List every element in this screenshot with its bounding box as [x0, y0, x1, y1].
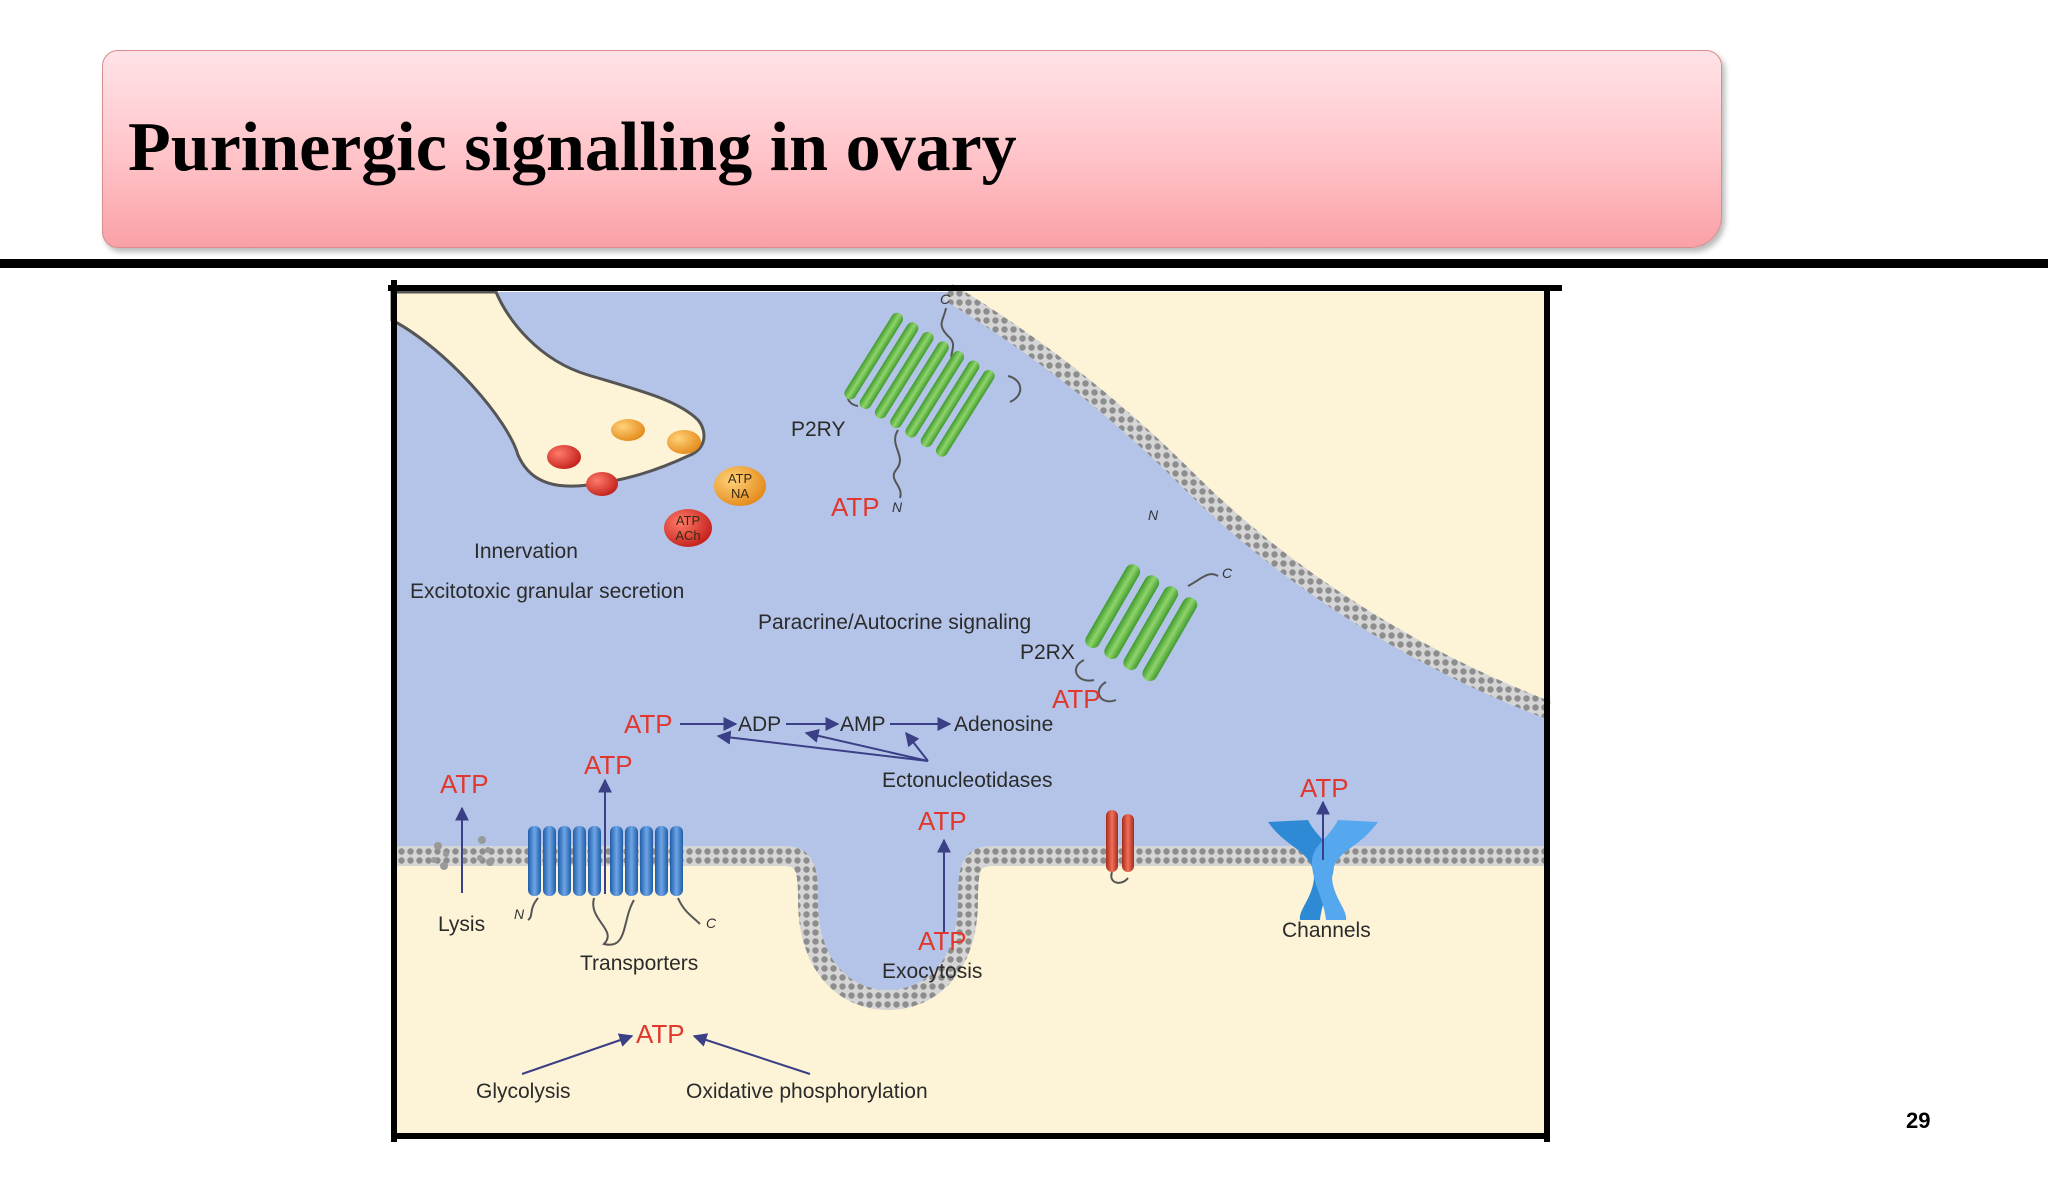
transporters-label: Transporters: [580, 952, 698, 975]
arrow-ecto-adp: [804, 728, 929, 762]
glycolysis-label: Glycolysis: [476, 1080, 571, 1103]
paracrine-label: Paracrine/Autocrine signaling: [758, 611, 1031, 634]
arrow-ecto-atp: [716, 730, 929, 762]
p2ry-label: P2RY: [791, 418, 845, 441]
lysis-atp: ATP: [440, 769, 489, 799]
adenosine-label: Adenosine: [954, 713, 1053, 736]
arrow-ecto-amp: [905, 731, 929, 762]
vesicle-atp-na-label-1: ATP: [728, 471, 752, 486]
exocytosis-top-atp: ATP: [918, 806, 967, 836]
p2rx-c-terminus: C: [1222, 565, 1233, 581]
upper-right-membrane: [943, 284, 1552, 719]
innervation-label: Innervation: [474, 540, 578, 563]
purinergic-diagram: ATP NA ATP ACh Innervation Excitotoxic g…: [388, 280, 1562, 1142]
p2rx-atp: ATP: [1052, 684, 1101, 714]
p2ry-receptor: [844, 307, 1022, 499]
lysis-debris: [431, 836, 494, 870]
vesicle-red: [547, 445, 581, 469]
oxphos-arrow: [692, 1033, 811, 1075]
slide-number: 29: [1906, 1108, 1931, 1133]
vesicle-red: [586, 472, 618, 496]
vesicle-atp-na-label-2: NA: [731, 486, 749, 501]
transporter-c-terminus: C: [706, 915, 717, 931]
p2rx-n-terminus: N: [1148, 507, 1159, 523]
transporter-atp: ATP: [584, 750, 633, 780]
channel-atp: ATP: [1300, 773, 1349, 803]
vesicle-atp-ach: [664, 509, 712, 547]
lower-cell: [392, 856, 1548, 1134]
p2ry-atp: ATP: [831, 492, 880, 522]
adp-label: ADP: [738, 713, 781, 736]
ectonucleotidases-label: Ectonucleotidases: [882, 769, 1052, 792]
glycolysis-arrow: [521, 1033, 634, 1075]
ectonucleotidase-enzyme: [1106, 810, 1134, 884]
amp-label: AMP: [840, 713, 886, 736]
oxphos-label: Oxidative phosphorylation: [686, 1080, 928, 1103]
vesicle-atp-ach-label-2: ACh: [675, 528, 700, 543]
channel-protein: [1268, 820, 1378, 920]
p2ry-n-terminus: N: [892, 499, 903, 515]
vesicle-orange: [667, 430, 701, 454]
exocytosis-bottom-atp: ATP: [918, 926, 967, 956]
transporter-n-terminus: N: [514, 906, 525, 922]
metabolism-atp: ATP: [636, 1019, 685, 1049]
vesicle-atp-ach-label-1: ATP: [676, 513, 700, 528]
vesicle-orange: [611, 419, 645, 441]
transporter-protein: [527, 826, 701, 946]
channels-label: Channels: [1282, 919, 1371, 942]
lysis-label: Lysis: [438, 913, 485, 936]
pathway-atp: ATP: [624, 709, 673, 739]
p2rx-label: P2RX: [1020, 641, 1075, 664]
lower-membrane: [392, 846, 1548, 1011]
header-rule: [0, 259, 2048, 268]
vesicle-atp-na: [714, 466, 766, 506]
title-banner: [102, 50, 1722, 248]
p2rx-receptor: [1074, 564, 1219, 703]
excitotoxic-label: Excitotoxic granular secretion: [410, 580, 684, 603]
exocytosis-label: Exocytosis: [882, 960, 982, 983]
upper-right-cell: [828, 292, 1548, 710]
p2ry-c-terminus: C: [940, 291, 951, 307]
slide-title: Purinergic signalling in ovary: [128, 109, 1017, 186]
